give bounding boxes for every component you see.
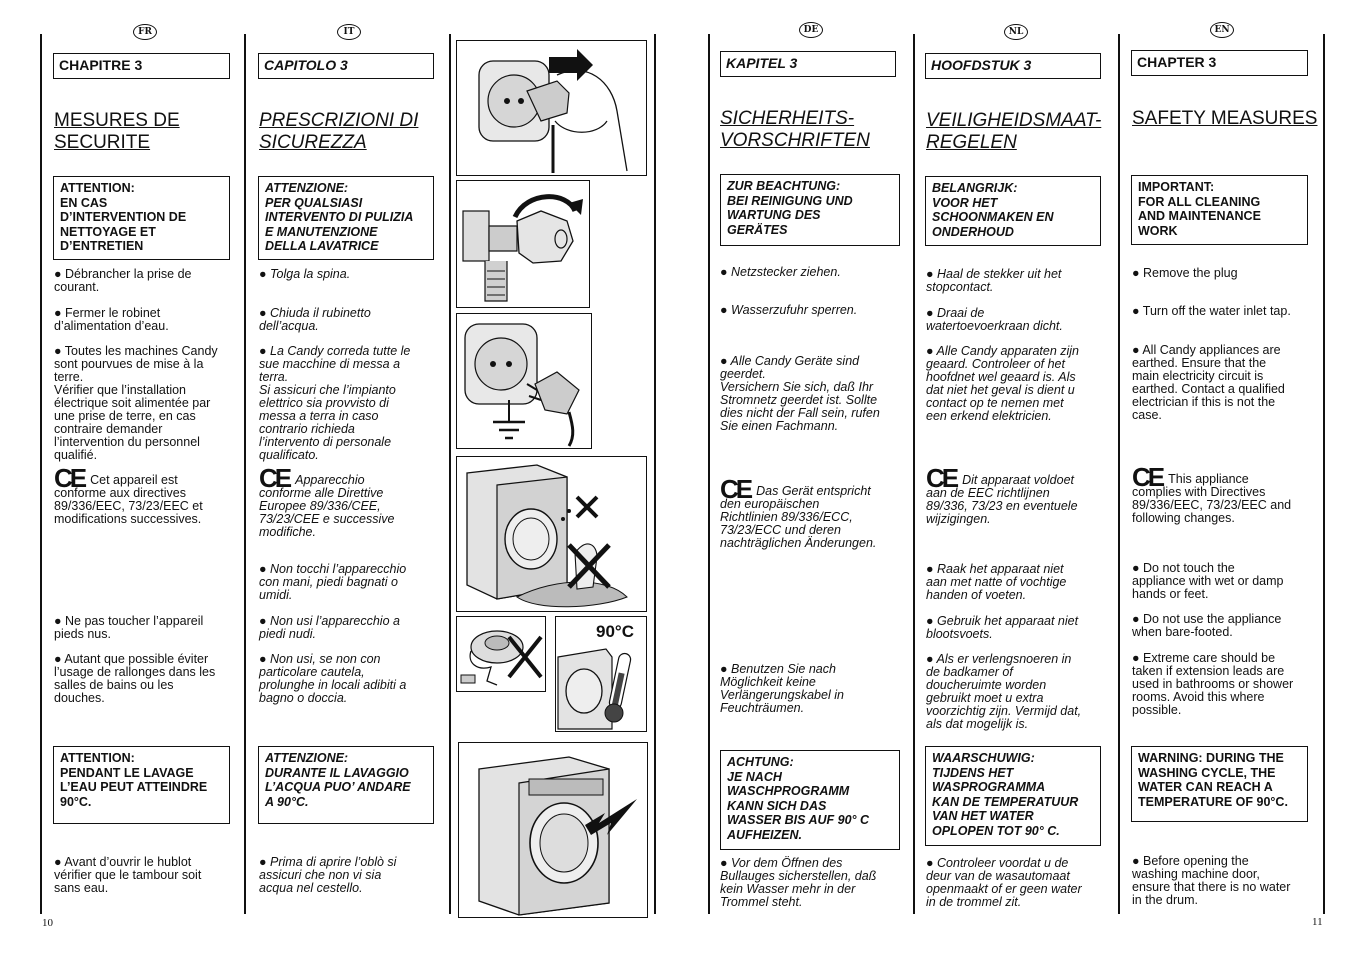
paragraph-fr-2: ● Fermer le robinet d’alimentation d’eau… (54, 306, 169, 333)
paragraph-fr-7: ● Avant d’ouvrir le hublot vérifier que … (54, 855, 202, 895)
paragraph-fr-6: ● Autant que possible éviter l’usage de … (54, 652, 216, 705)
notice-box-nl: BELANGRIJK: VOOR HET SCHOONMAKEN EN ONDE… (925, 176, 1101, 246)
paragraph-nl-6b: ● Als er verlengsnoeren in de badkamer o… (926, 652, 1082, 731)
warning-box-nl: WAARSCHUWIG: TIJDENS HET WASPROGRAMMA KA… (925, 746, 1101, 846)
warning-box-it: ATTENZIONE: DURANTE IL LAVAGGIO L’ACQUA … (258, 746, 434, 824)
hot-water-illustration: 90°C (555, 616, 647, 732)
water-tap-illustration (456, 180, 590, 308)
chapter-heading-fr: CHAPITRE 3 (53, 53, 230, 79)
paragraph-nl-6: ● Gebruik het apparaat niet blootsvoets. (926, 614, 1079, 641)
column-rule (1118, 34, 1120, 914)
chapter-heading-nl: HOOFDSTUK 3 (925, 53, 1101, 79)
washing-machine-door-illustration (458, 742, 648, 918)
paragraph-fr-3: ● Toutes les machines Candy sont pourvue… (54, 344, 218, 462)
paragraph-it-6: ● Non usi l’apparecchio a piedi nudi. (259, 614, 400, 641)
section-title-fr: MESURES DE SECURITE (54, 110, 180, 153)
paragraph-en-3: ● All Candy appliances are earthed. Ensu… (1132, 343, 1285, 422)
language-flag-fr: FR (133, 24, 157, 40)
notice-box-en: IMPORTANT: FOR ALL CLEANING AND MAINTENA… (1131, 175, 1308, 245)
paragraph-de-7: ● Vor dem Öffnen des Bullauges sicherste… (720, 856, 877, 909)
chapter-heading-de: KAPITEL 3 (720, 51, 896, 77)
paragraph-de-1: ● Netzstecker ziehen. (720, 265, 841, 279)
column-rule (913, 34, 915, 914)
notice-box-it: ATTENZIONE: PER QUALSIASI INTERVENTO DI … (258, 176, 434, 260)
paragraph-de-3: ● Alle Candy Geräte sind geerdet. Versic… (720, 354, 880, 433)
earthed-plug-illustration (456, 313, 592, 449)
no-extension-lead-illustration (456, 616, 546, 692)
page-number-left: 10 (42, 917, 53, 929)
no-wet-feet-illustration (456, 456, 647, 612)
paragraph-en-5: ● Do not touch the appliance with wet or… (1132, 561, 1284, 601)
column-rule (1323, 34, 1325, 914)
chapter-heading-en: CHAPTER 3 (1131, 50, 1308, 76)
paragraph-en-6b: ● Extreme care should be taken if extens… (1132, 651, 1294, 717)
paragraph-de-2: ● Wasserzufuhr sperren. (720, 303, 858, 317)
language-flag-it: IT (337, 24, 361, 40)
paragraph-de-5: ● Benutzen Sie nach Möglichkeit keine Ve… (720, 662, 844, 715)
column-rule (40, 34, 42, 914)
section-title-de: SICHERHEITS- VORSCHRIFTEN (720, 108, 870, 151)
section-title-en: SAFETY MEASURES (1132, 108, 1318, 129)
paragraph-it-6b: ● Non usi, se non con particolare cautel… (259, 652, 407, 705)
paragraph-it-3: ● La Candy correda tutte le sue macchine… (259, 344, 411, 462)
paragraph-nl-5: ● Raak het apparaat niet aan met natte o… (926, 562, 1067, 602)
paragraph-nl-3: ● Alle Candy apparaten zijn geaard. Cont… (926, 344, 1080, 423)
warning-box-fr: ATTENTION: PENDANT LE LAVAGE L’EAU PEUT … (53, 746, 230, 824)
column-rule (708, 34, 710, 914)
paragraph-nl-7: ● Controleer voordat u de deur van de wa… (926, 856, 1082, 909)
language-flag-nl: NL (1004, 24, 1028, 40)
notice-box-de: ZUR BEACHTUNG: BEI REINIGUNG UND WARTUNG… (720, 174, 900, 246)
warning-box-en: WARNING: DURING THE WASHING CYCLE, THE W… (1131, 746, 1308, 822)
paragraph-fr-5: ● Ne pas toucher l’appareil pieds nus. (54, 614, 204, 641)
paragraph-en-1: ● Remove the plug (1132, 266, 1238, 280)
paragraph-it-1: ● Tolga la spina. (259, 267, 351, 281)
paragraph-it-5: ● Non tocchi l’apparecchio con mani, pie… (259, 562, 407, 602)
column-rule (654, 34, 656, 914)
page-number-right: 11 (1312, 916, 1323, 928)
paragraph-it-7: ● Prima di aprire l’oblò si assicuri che… (259, 855, 397, 895)
chapter-heading-it: CAPITOLO 3 (258, 53, 434, 79)
paragraph-it-2: ● Chiuda il rubinetto dell’acqua. (259, 306, 371, 333)
section-title-nl: VEILIGHEIDSMAAT- REGELEN (926, 110, 1102, 153)
temperature-label: 90°C (596, 622, 634, 641)
paragraph-nl-2: ● Draai de watertoevoerkraan dicht. (926, 306, 1063, 333)
language-flag-de: DE (799, 22, 823, 38)
paragraph-en-6: ● Do not use the appliance when bare-foo… (1132, 612, 1282, 639)
paragraph-en-2: ● Turn off the water inlet tap. (1132, 304, 1291, 318)
warning-box-de: ACHTUNG: JE NACH WASCHPROGRAMM KANN SICH… (720, 750, 900, 850)
column-rule (449, 34, 451, 914)
unplug-illustration (456, 40, 647, 176)
column-rule (244, 34, 246, 914)
paragraph-fr-1: ● Débrancher la prise de courant. (54, 267, 192, 294)
paragraph-nl-1: ● Haal de stekker uit het stopcontact. (926, 267, 1062, 294)
notice-box-fr: ATTENTION: EN CAS D’INTERVENTION DE NETT… (53, 176, 230, 260)
section-title-it: PRESCRIZIONI DI SICUREZZA (259, 110, 419, 153)
language-flag-en: EN (1210, 22, 1234, 38)
paragraph-en-7: ● Before opening the washing machine doo… (1132, 854, 1291, 907)
